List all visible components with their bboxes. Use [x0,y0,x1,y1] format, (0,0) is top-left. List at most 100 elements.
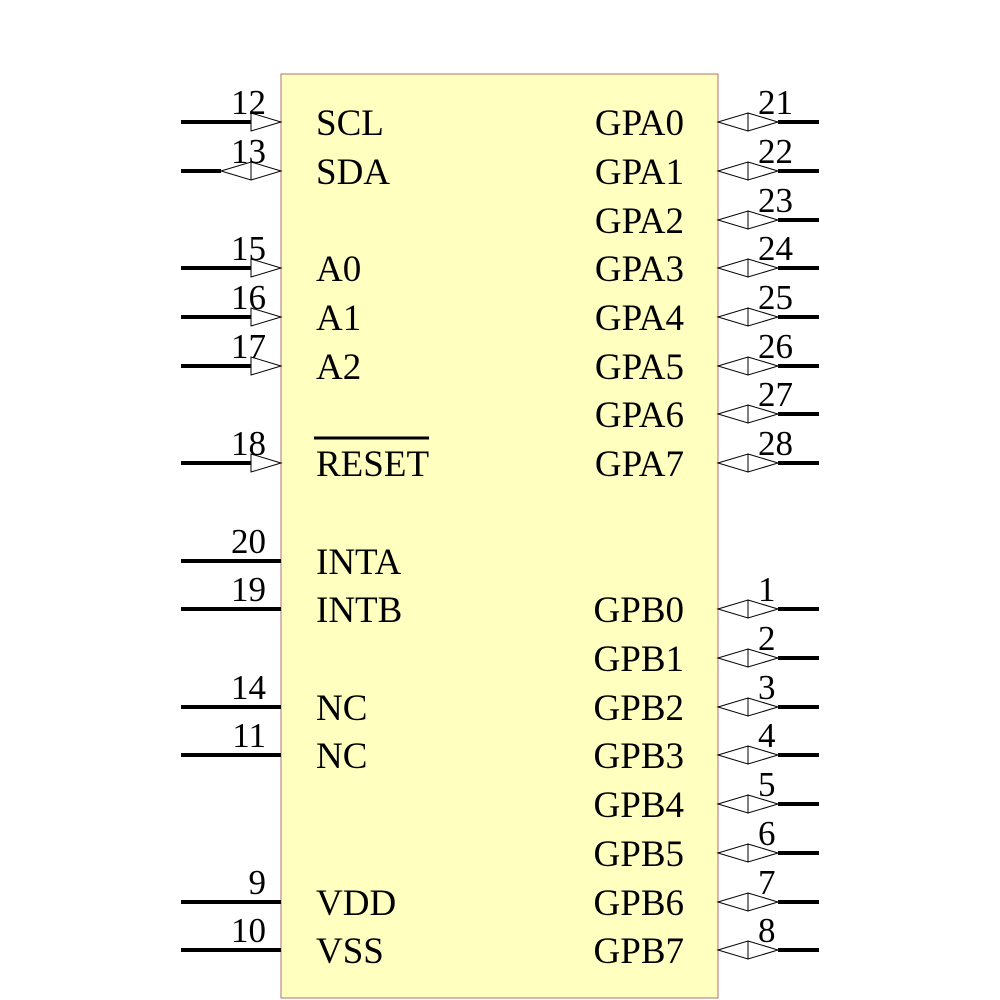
pin-number: 16 [231,278,266,317]
bidirectional-arrow-right-icon [747,356,780,376]
pin-number: 19 [231,570,266,609]
bidirectional-arrow-right-icon [747,258,780,278]
pin-label: GPB5 [594,834,684,875]
bidirectional-arrow-right-icon [747,697,780,717]
pin-number: 1 [758,570,776,609]
pin-number: 21 [758,83,793,122]
bidirectional-arrow-left-icon [716,648,749,668]
pin-label: VSS [316,931,384,972]
pin-label: A1 [316,298,361,339]
pin-label: A0 [316,249,361,290]
bidirectional-arrow-left-icon [716,356,749,376]
bidirectional-arrow-right-icon [747,112,780,132]
bidirectional-arrow-left-icon [716,745,749,765]
pin-label: GPA5 [595,347,684,388]
left-pin-group: 12SCL13SDA15A016A117A218RESET20INTA19INT… [181,83,430,972]
pin-number: 15 [231,229,266,268]
bidirectional-arrow-left-icon [716,697,749,717]
input-arrow-icon [250,307,283,327]
pin-label: SDA [316,152,390,193]
bidirectional-arrow-right-icon [747,843,780,863]
pin-label: GPA0 [595,103,684,144]
pin-label: NC [316,736,367,777]
pin-label: INTB [316,590,402,631]
right-pin-group: 21GPA022GPA123GPA224GPA325GPA426GPA527GP… [594,83,819,972]
pin-number: 9 [249,863,267,902]
pin-number: 26 [758,327,793,366]
pin-number: 7 [758,863,776,902]
bidirectional-arrow-right-icon [250,161,283,181]
pin-label: GPA1 [595,152,684,193]
pin-label: SCL [316,103,384,144]
bidirectional-arrow-left-icon [716,258,749,278]
pin-label: VDD [316,883,396,924]
bidirectional-arrow-left-icon [716,112,749,132]
pin-label: GPA2 [595,201,684,242]
pin-number: 27 [758,375,793,414]
pin-label: GPB7 [594,931,684,972]
bidirectional-arrow-right-icon [747,404,780,424]
bidirectional-arrow-left-icon [716,210,749,230]
bidirectional-arrow-left-icon [716,307,749,327]
bidirectional-arrow-left-icon [716,940,749,960]
pin-number: 3 [758,668,776,707]
bidirectional-arrow-right-icon [747,453,780,473]
pin-number: 12 [231,83,266,122]
pin-number: 5 [758,765,776,804]
bidirectional-arrow-left-icon [716,453,749,473]
pin-label: GPA3 [595,249,684,290]
pin-number: 13 [231,132,266,171]
pin-label: GPB2 [594,688,684,729]
input-arrow-icon [250,258,283,278]
bidirectional-arrow-left-icon [716,843,749,863]
pin-label: GPA7 [595,444,684,485]
pin-number: 24 [758,229,793,268]
pin-label: GPB0 [594,590,684,631]
bidirectional-arrow-right-icon [747,794,780,814]
bidirectional-arrow-left-icon [716,794,749,814]
bidirectional-arrow-right-icon [747,161,780,181]
pin-number: 20 [231,522,266,561]
pin-label: A2 [316,347,361,388]
pin-label: GPB4 [594,785,684,826]
pin-number: 4 [758,716,776,755]
pin-label: GPB3 [594,736,684,777]
pin-number: 8 [758,911,776,950]
pin-number: 25 [758,278,793,317]
input-arrow-icon [250,356,283,376]
pin-label: RESET [316,444,429,485]
pin-number: 23 [758,181,793,220]
bidirectional-arrow-right-icon [747,940,780,960]
bidirectional-arrow-right-icon [747,648,780,668]
pin-number: 11 [232,716,266,755]
bidirectional-arrow-left-icon [716,892,749,912]
pin-label: GPB1 [594,639,684,680]
pin-number: 14 [231,668,266,707]
pin-label: INTA [316,542,402,583]
bidirectional-arrow-left-icon [716,404,749,424]
